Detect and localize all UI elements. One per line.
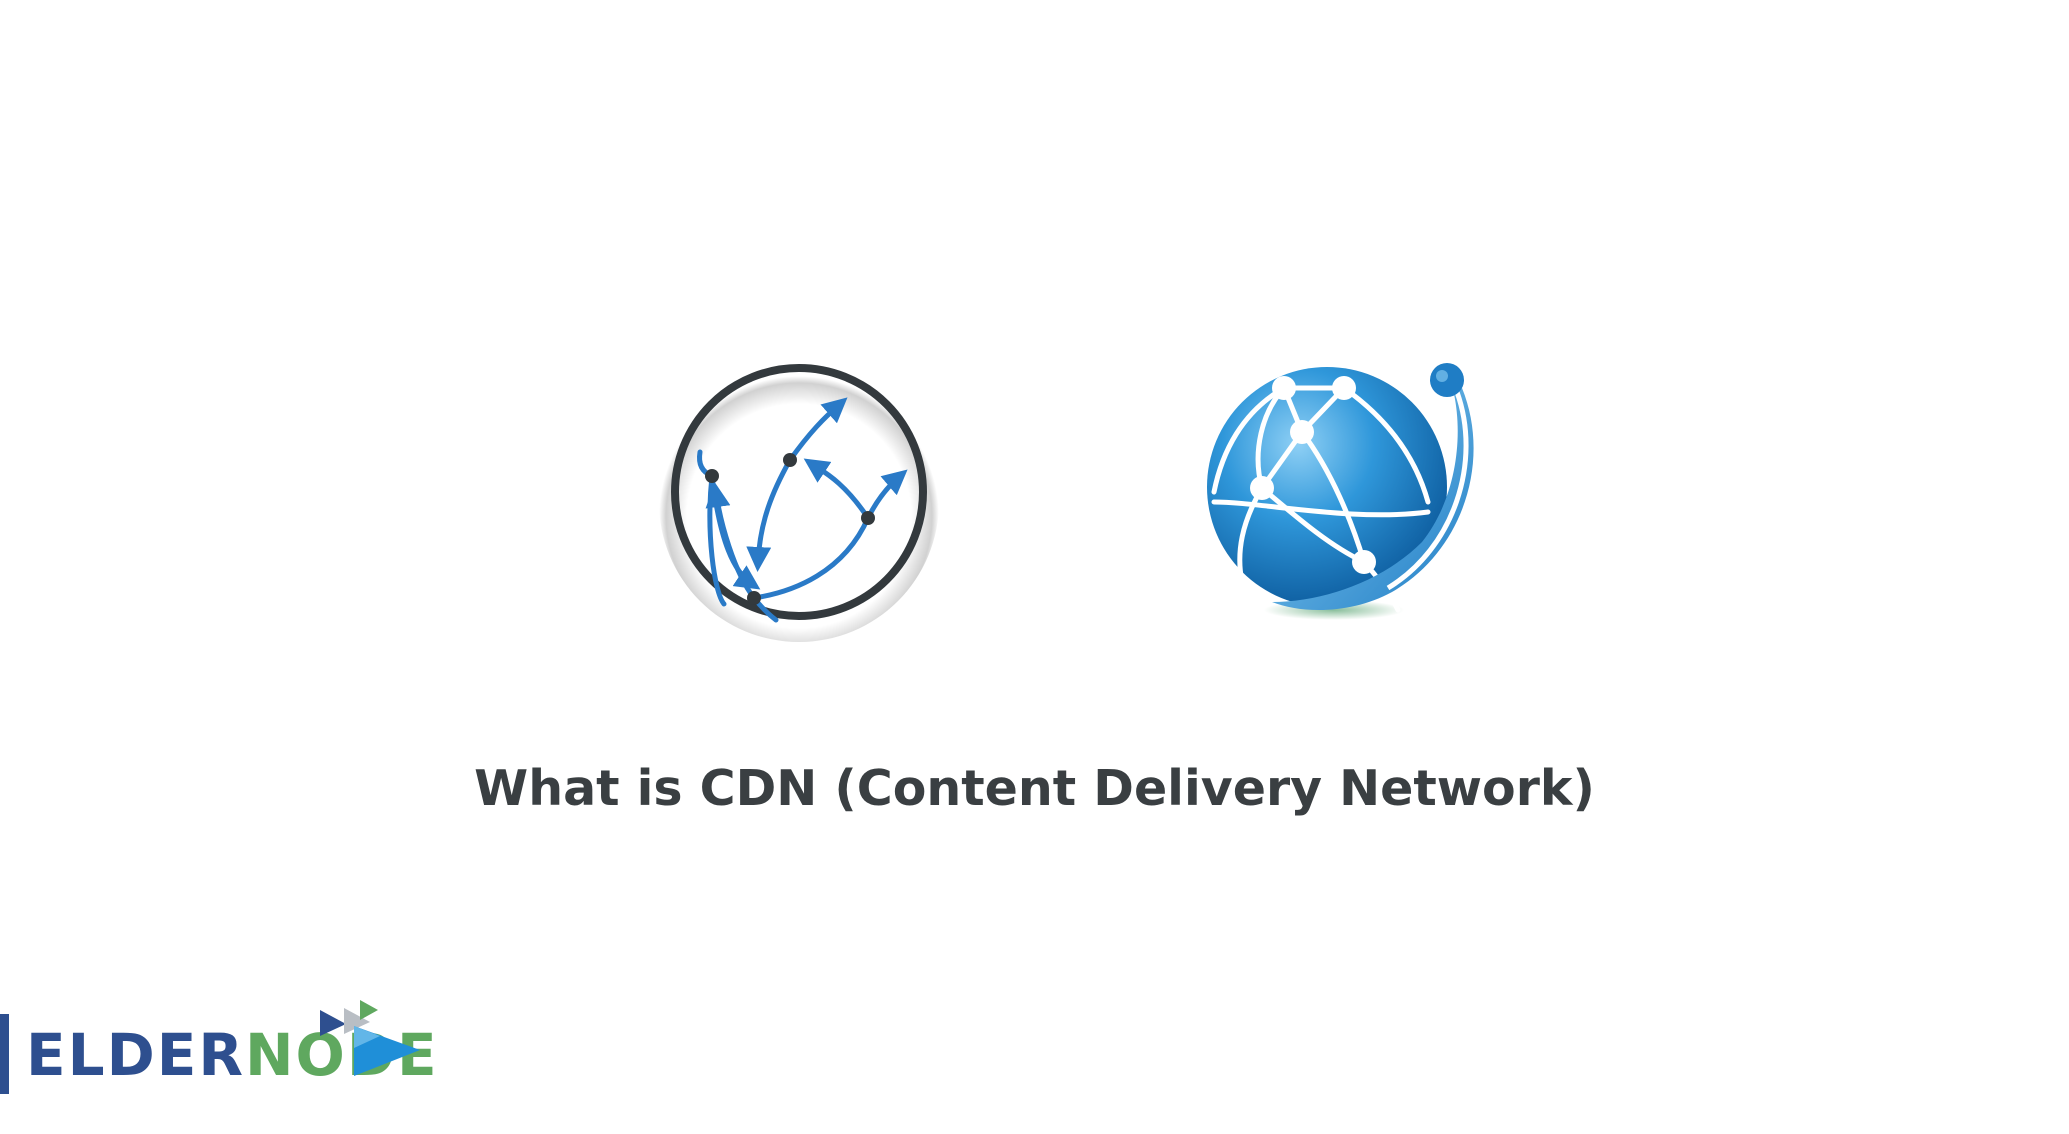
cdn-network-icon xyxy=(659,362,939,642)
eldernode-logo: ELDERNODE xyxy=(0,1000,437,1110)
logo-bar xyxy=(0,1014,9,1094)
globe-network-icon xyxy=(1207,363,1474,620)
page-title: What is CDN (Content Delivery Network) xyxy=(474,760,1595,817)
logo-wordmark-elder: ELDER xyxy=(26,1021,246,1089)
logo-arrows-icon xyxy=(320,1000,420,1076)
